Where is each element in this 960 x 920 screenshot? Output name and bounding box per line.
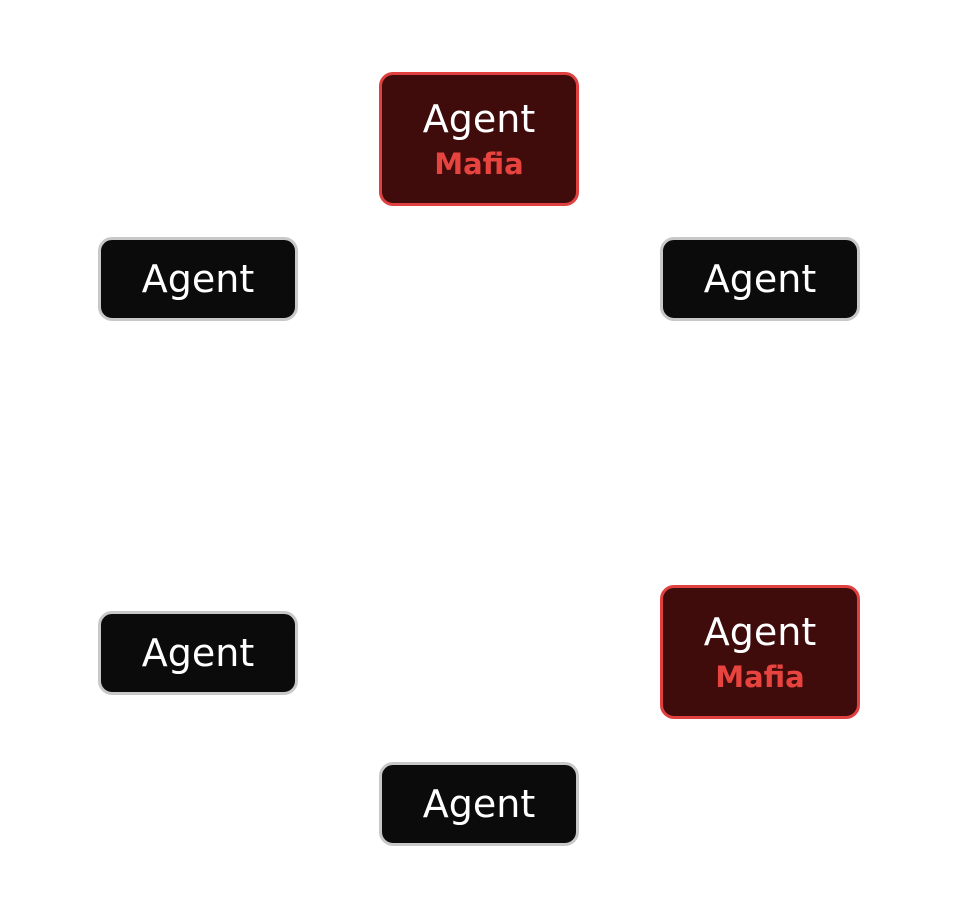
agent-label: Agent [703,610,817,654]
mafia-role-label: Mafia [715,660,805,694]
agent-node-lower-left: Agent [98,611,298,695]
agent-label: Agent [141,257,255,301]
agent-node-top-mafia: Agent Mafia [379,72,579,206]
mafia-role-label: Mafia [434,147,524,181]
agent-label: Agent [422,782,536,826]
agent-label: Agent [703,257,817,301]
agent-label: Agent [422,97,536,141]
agent-node-upper-left: Agent [98,237,298,321]
agent-node-lower-right-mafia: Agent Mafia [660,585,860,719]
agent-label: Agent [141,631,255,675]
agent-node-upper-right: Agent [660,237,860,321]
agent-node-bottom: Agent [379,762,579,846]
